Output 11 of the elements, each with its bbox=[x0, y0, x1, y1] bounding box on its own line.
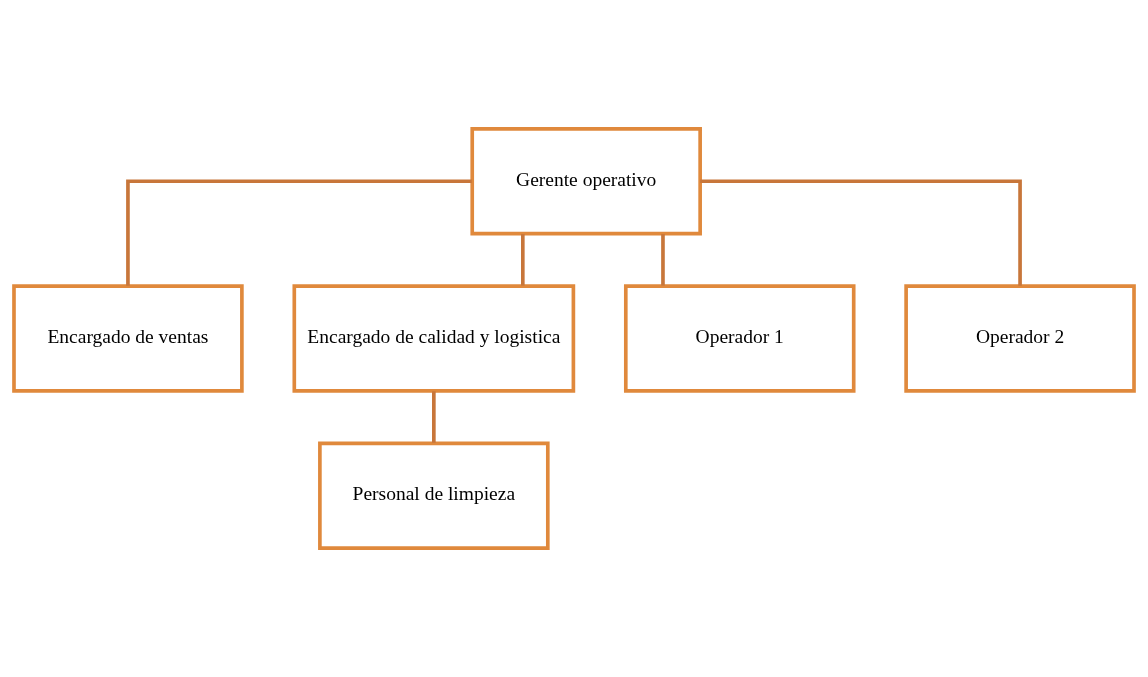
node-box: Encargado de ventas bbox=[12, 284, 244, 393]
node-box: Gerente operativo bbox=[470, 127, 702, 236]
connector bbox=[520, 234, 525, 286]
node-box: Encargado de calidad y logistica bbox=[292, 284, 576, 393]
connector bbox=[661, 234, 665, 286]
connector bbox=[432, 391, 436, 443]
node-box: Operador 1 bbox=[623, 284, 856, 393]
connector bbox=[126, 179, 472, 286]
node-box: Operador 2 bbox=[904, 284, 1136, 393]
node-box: Personal de limpieza bbox=[318, 441, 550, 550]
connector bbox=[700, 179, 1022, 286]
